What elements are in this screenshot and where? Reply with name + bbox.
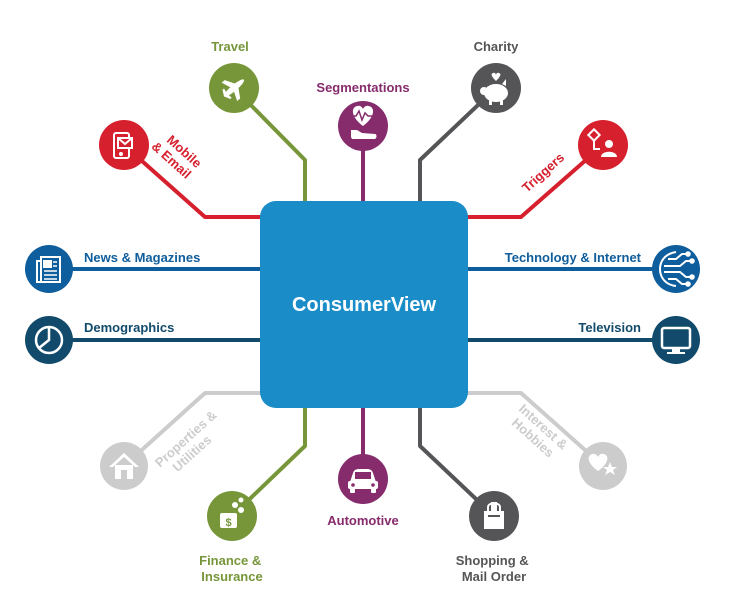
- node-shopping: Shopping & Mail Order: [456, 491, 533, 584]
- node-triggers: Triggers: [519, 120, 628, 195]
- trigger-person-icon: [586, 127, 617, 157]
- connector-shopping: [418, 406, 496, 518]
- shopping-bag-icon: [484, 502, 504, 529]
- phone-email-icon: [113, 132, 133, 159]
- tv-icon: [660, 326, 692, 354]
- node-automotive: Automotive: [327, 454, 399, 528]
- segmentations-label: Segmentations: [316, 80, 409, 95]
- heartbeat-shoe-icon: [350, 105, 377, 139]
- money-bag-icon: $: [220, 497, 244, 529]
- finance-label: Finance & Insurance: [199, 553, 265, 584]
- node-properties: Properties & Utilities: [100, 405, 232, 490]
- charity-label: Charity: [474, 39, 520, 54]
- connector-finance: [230, 406, 307, 518]
- connector-travel: [232, 86, 307, 203]
- node-news: News & Magazines: [25, 245, 200, 293]
- news-label: News & Magazines: [84, 250, 200, 265]
- node-technology: Technology & Internet: [505, 245, 700, 293]
- television-label: Television: [578, 320, 641, 335]
- car-icon: [348, 469, 378, 493]
- center-box: [260, 201, 468, 408]
- node-mobile-email: Mobile & Email: [99, 120, 205, 182]
- technology-label: Technology & Internet: [505, 250, 642, 265]
- triggers-label: Triggers: [519, 150, 567, 195]
- connector-charity: [418, 86, 498, 203]
- node-finance: $ Finance & Insurance: [199, 491, 265, 584]
- connector-interest: [466, 391, 605, 468]
- node-charity: Charity: [471, 39, 521, 113]
- circuit-icon: [658, 251, 695, 287]
- svg-text:$: $: [225, 517, 231, 529]
- demographics-label: Demographics: [84, 320, 174, 335]
- node-travel: Travel: [209, 39, 259, 113]
- shopping-label: Shopping & Mail Order: [456, 553, 533, 584]
- node-demographics: Demographics: [25, 316, 174, 364]
- properties-label: Properties & Utilities: [152, 405, 232, 481]
- automotive-label: Automotive: [327, 513, 399, 528]
- connector-mobile-email: [122, 143, 262, 219]
- pie-chart-icon: [34, 325, 64, 355]
- center-node: ConsumerView: [260, 201, 468, 408]
- piggy-bank-icon: [480, 72, 508, 105]
- airplane-icon: [221, 79, 245, 102]
- center-label: ConsumerView: [292, 294, 437, 316]
- heart-star-icon: [588, 453, 617, 475]
- travel-label: Travel: [211, 39, 249, 54]
- connector-properties: [122, 391, 262, 468]
- newspaper-icon: [36, 256, 61, 283]
- connector-triggers: [466, 143, 605, 219]
- node-interest: Interest & Hobbies: [509, 401, 627, 490]
- node-segmentations: Segmentations: [316, 80, 410, 151]
- house-icon: [109, 453, 139, 479]
- node-television: Television: [578, 316, 700, 364]
